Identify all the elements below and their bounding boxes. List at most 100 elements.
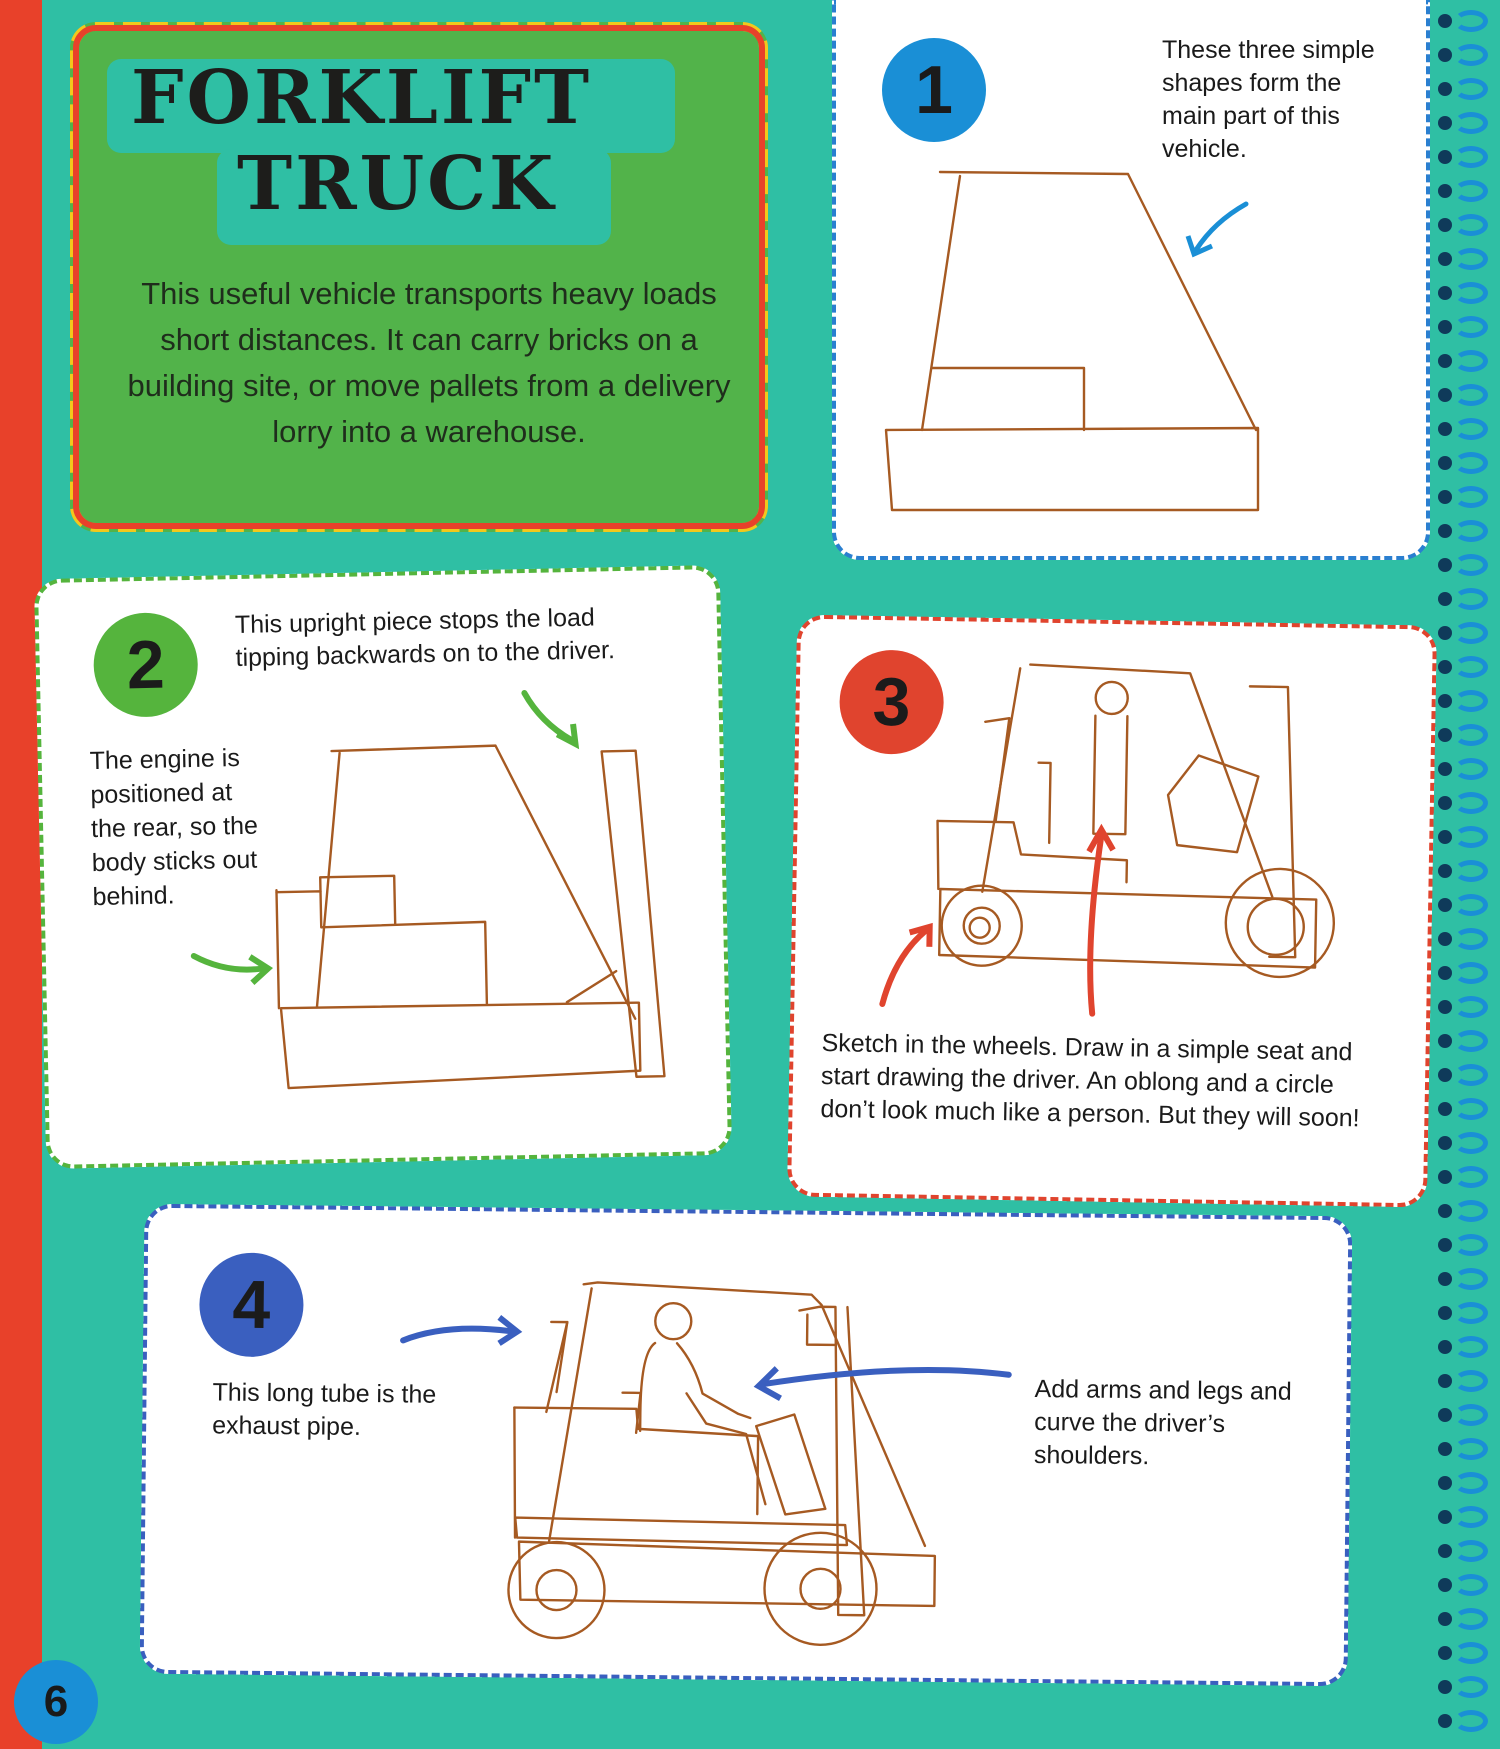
binding-hole bbox=[1438, 320, 1452, 334]
binding-coil bbox=[1454, 350, 1488, 372]
arrow-head-icon bbox=[753, 1366, 782, 1401]
binding-hole bbox=[1438, 48, 1452, 62]
binding-coil bbox=[1454, 588, 1488, 610]
binding-coil bbox=[1454, 146, 1488, 168]
binding-hole bbox=[1438, 660, 1452, 674]
binding-coil bbox=[1454, 826, 1488, 848]
arrow-head-icon bbox=[555, 723, 580, 750]
binding-hole bbox=[1438, 864, 1452, 878]
step-3-card: 3 Sketch in the wheels. Draw in a simple… bbox=[786, 614, 1438, 1208]
binding-coil bbox=[1454, 112, 1488, 134]
arrow-icon bbox=[521, 690, 575, 744]
binding-hole bbox=[1438, 558, 1452, 572]
binding-coil bbox=[1454, 1608, 1488, 1630]
binding-hole bbox=[1438, 1136, 1452, 1150]
binding-hole bbox=[1438, 932, 1452, 946]
binding-hole bbox=[1438, 1544, 1452, 1558]
binding-hole bbox=[1438, 456, 1452, 470]
binding-hole bbox=[1438, 1646, 1452, 1660]
binding-coil bbox=[1454, 1404, 1488, 1426]
binding-coil bbox=[1454, 1642, 1488, 1664]
binding-coil bbox=[1454, 928, 1488, 950]
arrow-head-icon bbox=[248, 954, 274, 985]
title-panel: FORKLIFT TRUCK This useful vehicle trans… bbox=[70, 22, 768, 532]
spiral-binding bbox=[1438, 0, 1500, 1749]
binding-hole bbox=[1438, 1714, 1452, 1728]
binding-coil bbox=[1454, 1268, 1488, 1290]
arrow-head-icon bbox=[497, 1315, 523, 1346]
binding-coil bbox=[1454, 622, 1488, 644]
binding-hole bbox=[1438, 116, 1452, 130]
binding-hole bbox=[1438, 1238, 1452, 1252]
step-1-note: These three simple shapes form the main … bbox=[1162, 36, 1375, 163]
binding-hole bbox=[1438, 252, 1452, 266]
binding-coil bbox=[1454, 1574, 1488, 1596]
binding-hole bbox=[1438, 1272, 1452, 1286]
arrow-icon bbox=[190, 952, 266, 973]
binding-coil bbox=[1454, 758, 1488, 780]
binding-coil bbox=[1454, 384, 1488, 406]
binding-hole bbox=[1438, 1476, 1452, 1490]
binding-coil bbox=[1454, 1676, 1488, 1698]
binding-hole bbox=[1438, 1340, 1452, 1354]
binding-hole bbox=[1438, 1000, 1452, 1014]
binding-hole bbox=[1438, 694, 1452, 708]
binding-coil bbox=[1454, 1438, 1488, 1460]
binding-coil bbox=[1454, 1540, 1488, 1562]
page-number: 6 bbox=[14, 1660, 98, 1744]
binding-hole bbox=[1438, 1034, 1452, 1048]
binding-coil bbox=[1454, 10, 1488, 32]
binding-coil bbox=[1454, 1506, 1488, 1528]
binding-hole bbox=[1438, 592, 1452, 606]
binding-hole bbox=[1438, 1578, 1452, 1592]
binding-coil bbox=[1454, 1370, 1488, 1392]
binding-hole bbox=[1438, 966, 1452, 980]
binding-coil bbox=[1454, 1166, 1488, 1188]
step-1-sketch bbox=[884, 170, 1260, 512]
binding-hole bbox=[1438, 422, 1452, 436]
binding-coil bbox=[1454, 1336, 1488, 1358]
binding-coil bbox=[1454, 554, 1488, 576]
binding-coil bbox=[1454, 1234, 1488, 1256]
binding-hole bbox=[1438, 218, 1452, 232]
step-1-number: 1 bbox=[882, 38, 986, 142]
binding-coil bbox=[1454, 1064, 1488, 1086]
binding-hole bbox=[1438, 286, 1452, 300]
binding-coil bbox=[1454, 1098, 1488, 1120]
binding-hole bbox=[1438, 1510, 1452, 1524]
binding-hole bbox=[1438, 1102, 1452, 1116]
binding-coil bbox=[1454, 180, 1488, 202]
binding-coil bbox=[1454, 962, 1488, 984]
binding-hole bbox=[1438, 796, 1452, 810]
binding-hole bbox=[1438, 1204, 1452, 1218]
binding-coil bbox=[1454, 452, 1488, 474]
binding-hole bbox=[1438, 150, 1452, 164]
binding-coil bbox=[1454, 282, 1488, 304]
binding-hole bbox=[1438, 82, 1452, 96]
binding-coil bbox=[1454, 248, 1488, 270]
binding-coil bbox=[1454, 894, 1488, 916]
binding-coil bbox=[1454, 1132, 1488, 1154]
binding-hole bbox=[1438, 1306, 1452, 1320]
binding-coil bbox=[1454, 1030, 1488, 1052]
arrow-icon bbox=[879, 927, 929, 1008]
binding-hole bbox=[1438, 354, 1452, 368]
arrow-icon bbox=[759, 1366, 1012, 1388]
binding-coil bbox=[1454, 1200, 1488, 1222]
step-4-card: 4 This long tube is the exhaust pipe. Ad… bbox=[139, 1203, 1353, 1687]
binding-coil bbox=[1454, 656, 1488, 678]
arrow-head-icon bbox=[1086, 823, 1116, 854]
binding-coil bbox=[1454, 78, 1488, 100]
title-strip-2 bbox=[217, 149, 611, 245]
step-1-card: 1 These three simple shapes form the mai… bbox=[832, 0, 1430, 560]
intro-text: This useful vehicle transports heavy loa… bbox=[127, 276, 731, 449]
binding-hole bbox=[1438, 1374, 1452, 1388]
binding-coil bbox=[1454, 996, 1488, 1018]
arrow-head-icon bbox=[1185, 235, 1214, 258]
binding-coil bbox=[1454, 792, 1488, 814]
binding-coil bbox=[1454, 214, 1488, 236]
binding-coil bbox=[1454, 44, 1488, 66]
binding-coil bbox=[1454, 1710, 1488, 1732]
step-4-sketch bbox=[400, 1281, 1012, 1646]
arrow-icon bbox=[1193, 201, 1249, 253]
